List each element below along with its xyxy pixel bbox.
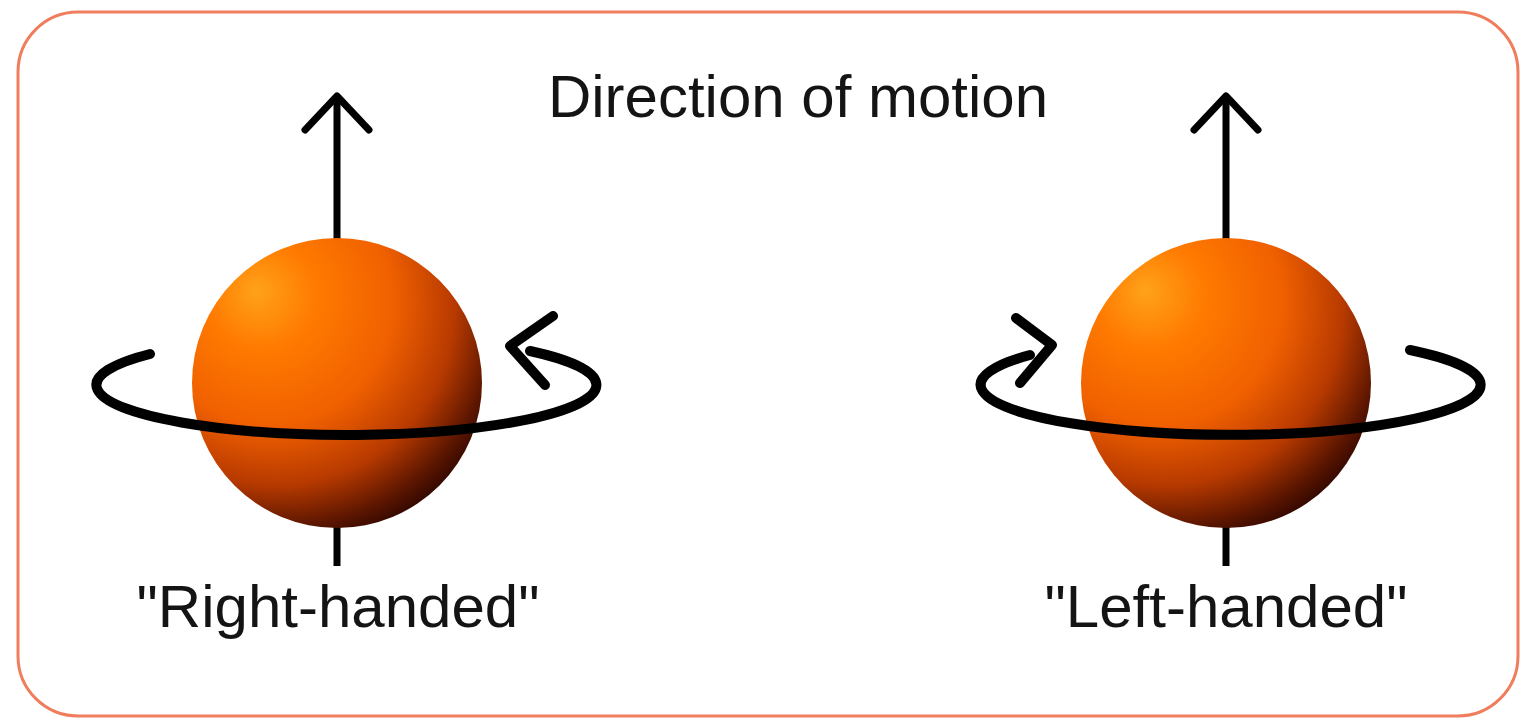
right-handed-particle bbox=[96, 96, 596, 566]
particle-label: "Right-handed" bbox=[137, 574, 540, 640]
motion-caption: Direction of motion bbox=[548, 64, 1048, 130]
particle-label: "Left-handed" bbox=[1045, 574, 1408, 640]
motion-arrowhead bbox=[305, 96, 369, 130]
rotation-arrow bbox=[981, 350, 1481, 435]
frame-border bbox=[18, 12, 1518, 716]
sphere bbox=[192, 238, 482, 528]
left-handed-particle bbox=[981, 96, 1481, 566]
rotation-arrowhead bbox=[1016, 318, 1052, 383]
motion-arrow bbox=[1223, 98, 1230, 245]
rotation-arrowhead bbox=[510, 316, 553, 385]
motion-arrow bbox=[334, 98, 341, 245]
motion-arrowhead bbox=[1194, 96, 1258, 130]
sphere bbox=[1081, 238, 1371, 528]
